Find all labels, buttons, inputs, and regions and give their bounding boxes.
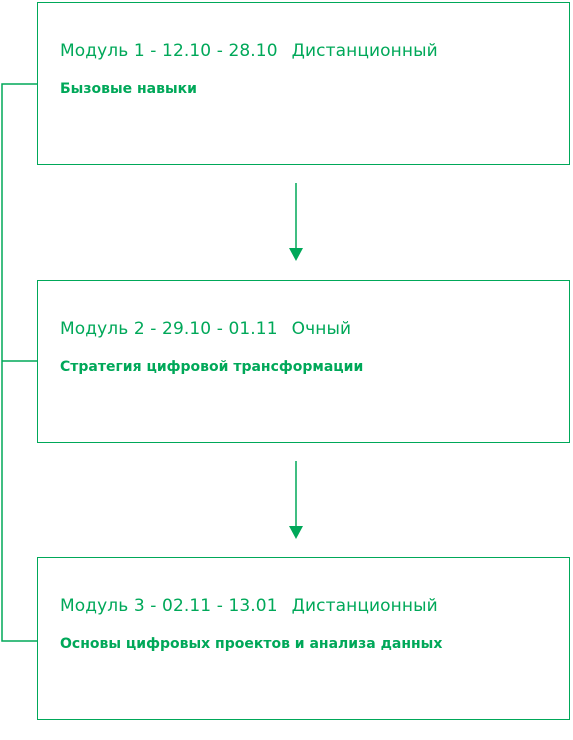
module-1-header: Модуль 1 - 12.10 - 28.10 Дистанционный: [60, 41, 438, 61]
module-3-box: Модуль 3 - 02.11 - 13.01 Дистанционный Ос…: [37, 557, 570, 720]
module-2-label: Модуль 2 - 29.10 - 01.11: [60, 319, 278, 339]
module-2-box: Модуль 2 - 29.10 - 01.11 Очный Стратегия …: [37, 280, 570, 443]
module-1-title: Бызовые навыки: [60, 81, 197, 97]
module-3-mode: Дистанционный: [291, 596, 438, 616]
left-bracket-line: [1, 83, 37, 642]
module-3-header: Модуль 3 - 02.11 - 13.01 Дистанционный: [60, 596, 438, 616]
module-2-mode: Очный: [291, 319, 352, 339]
module-2-title: Стратегия цифровой трансформации: [60, 359, 364, 375]
module-3-title: Основы цифровых проектов и анализа данны…: [60, 636, 443, 652]
module-1-mode: Дистанционный: [291, 41, 438, 61]
arrow-2-head: [289, 526, 303, 539]
arrow-1-head: [289, 248, 303, 261]
module-2-header: Модуль 2 - 29.10 - 01.11 Очный: [60, 319, 351, 339]
module-1-box: Модуль 1 - 12.10 - 28.10 Дистанционный Бы…: [37, 2, 570, 165]
module-1-label: Модуль 1 - 12.10 - 28.10: [60, 41, 278, 61]
module-3-label: Модуль 3 - 02.11 - 13.01: [60, 596, 278, 616]
